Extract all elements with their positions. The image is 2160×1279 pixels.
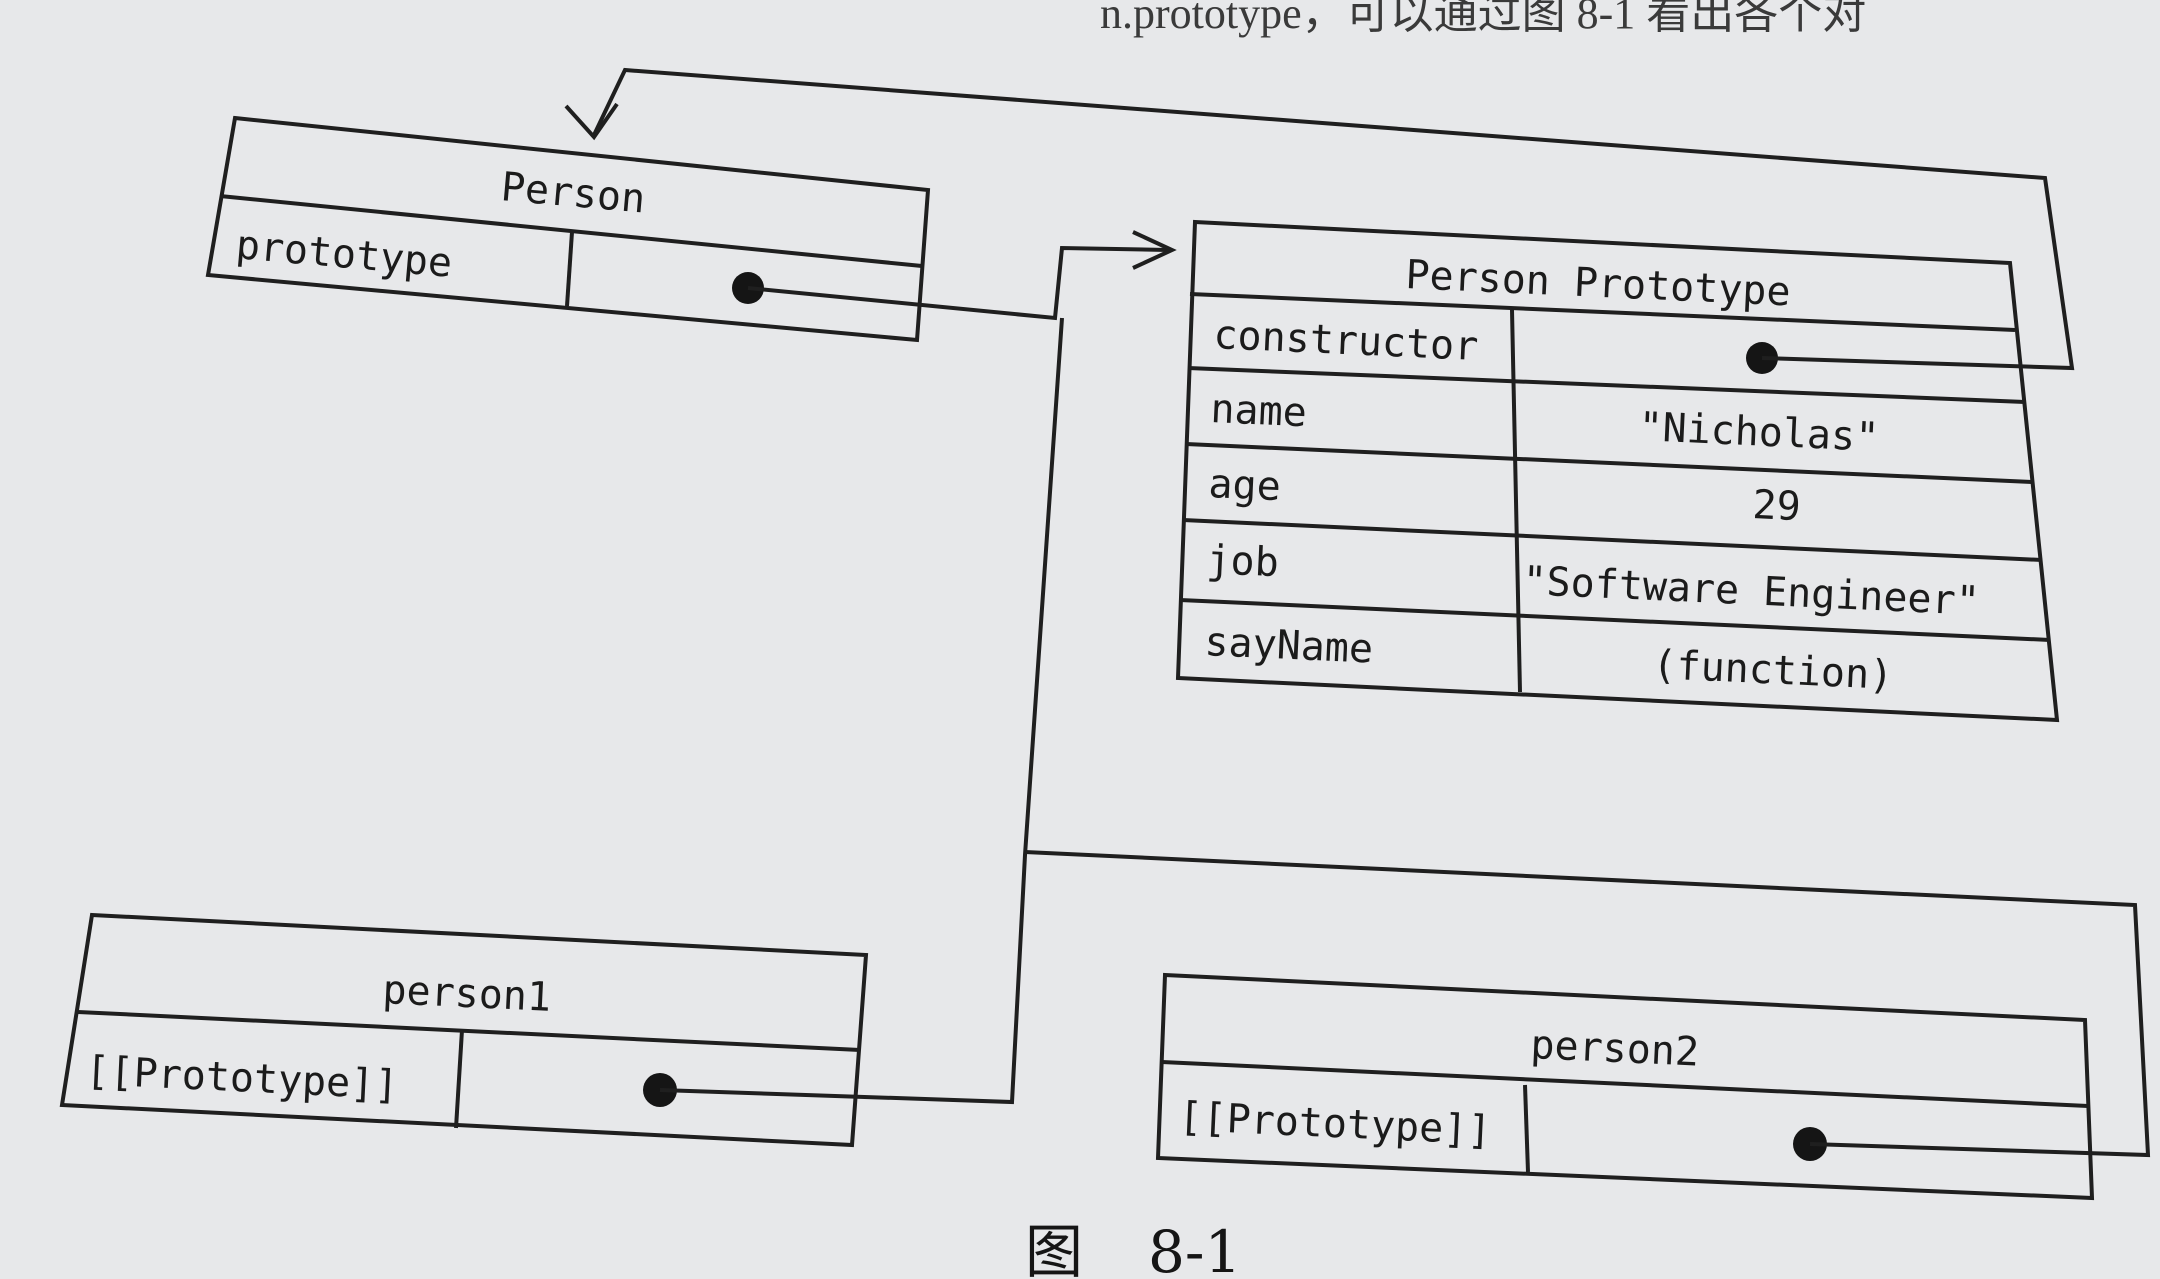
person-prototype-row-line-3 [1185,442,2033,484]
person-prototype-row-line-4 [1182,518,2043,562]
figure-caption-number: 8-1 [1148,1218,1241,1279]
row-key-age: age [1208,461,1282,510]
person-prototype-box: Person Prototype constructor name "Nicho… [1175,219,2060,723]
arrowhead-to-person-icon [564,102,619,141]
person1-prototype-label: [[Prototype]] [85,1048,400,1109]
person2-title: person2 [1530,1022,1700,1076]
person-title: Person [499,164,647,222]
row-value-age: 29 [1752,482,1802,530]
row-key-constructor: constructor [1213,312,1480,370]
person-prototype-row-line-2 [1187,366,2026,404]
person2-cell-divider [1523,1084,1530,1173]
row-key-name: name [1210,386,1308,436]
person-prototype-outline [1175,219,2060,723]
figure-caption-label: 图 [1025,1218,1083,1279]
person-prototype-row-line-5 [1179,598,2051,642]
person1-cell-divider [454,1029,464,1129]
row-key-job: job [1206,537,1280,586]
person2-outline [1155,972,2095,1201]
person1-outline [59,912,869,1148]
person2-prototype-label: [[Prototype]] [1178,1094,1493,1154]
row-value-job: "Software Engineer" [1522,558,1981,625]
connector-person1-to-prototype [659,317,1064,1105]
person-prototype-label: prototype [234,222,454,287]
arrowhead-to-prototype-icon [1132,230,1177,270]
person-prototype-column-divider [1510,309,1522,693]
connector-person2-to-prototype [1024,850,2151,1158]
row-key-sayname: sayName [1204,619,1374,673]
row-value-sayname: (function) [1652,642,1895,699]
person1-divider [77,1010,861,1052]
header-text: n.prototype，可以通过图 8-1 看出各个对 [1100,0,1866,38]
connector-person-to-prototype [747,245,1169,321]
person-prototype-row-line-1 [1189,292,2016,332]
person-box: Person prototype [205,115,931,343]
person2-box: person2 [[Prototype]] [1155,972,2095,1201]
person-box-divider [219,194,923,268]
row-value-name: "Nicholas" [1638,404,1881,461]
person1-box: person1 [[Prototype]] [59,912,869,1148]
person-box-outline [205,115,931,343]
person1-title: person1 [382,967,553,1021]
person-box-cell-divider [565,231,574,307]
person2-divider [1161,1060,2089,1108]
connector-constructor-to-person [592,67,2075,371]
